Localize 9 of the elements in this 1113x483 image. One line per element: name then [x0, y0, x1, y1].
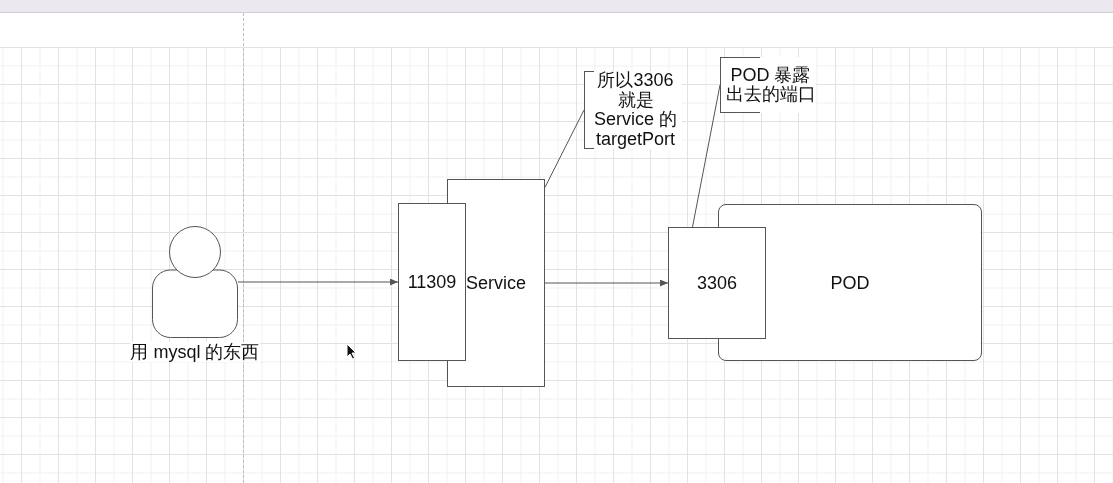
- arrow: [237, 278, 399, 286]
- arrow: [544, 279, 669, 287]
- leader-line: [692, 84, 721, 228]
- port-box: 11309: [398, 203, 466, 361]
- person-label: 用 mysql 的东西: [130, 342, 260, 362]
- annotation-note: 所以3306 就是 Service 的 targetPort: [584, 71, 682, 149]
- annotation-note: POD 暴露出去的端口: [720, 57, 816, 113]
- leader-line: [544, 109, 585, 188]
- port-box: 3306: [668, 227, 766, 339]
